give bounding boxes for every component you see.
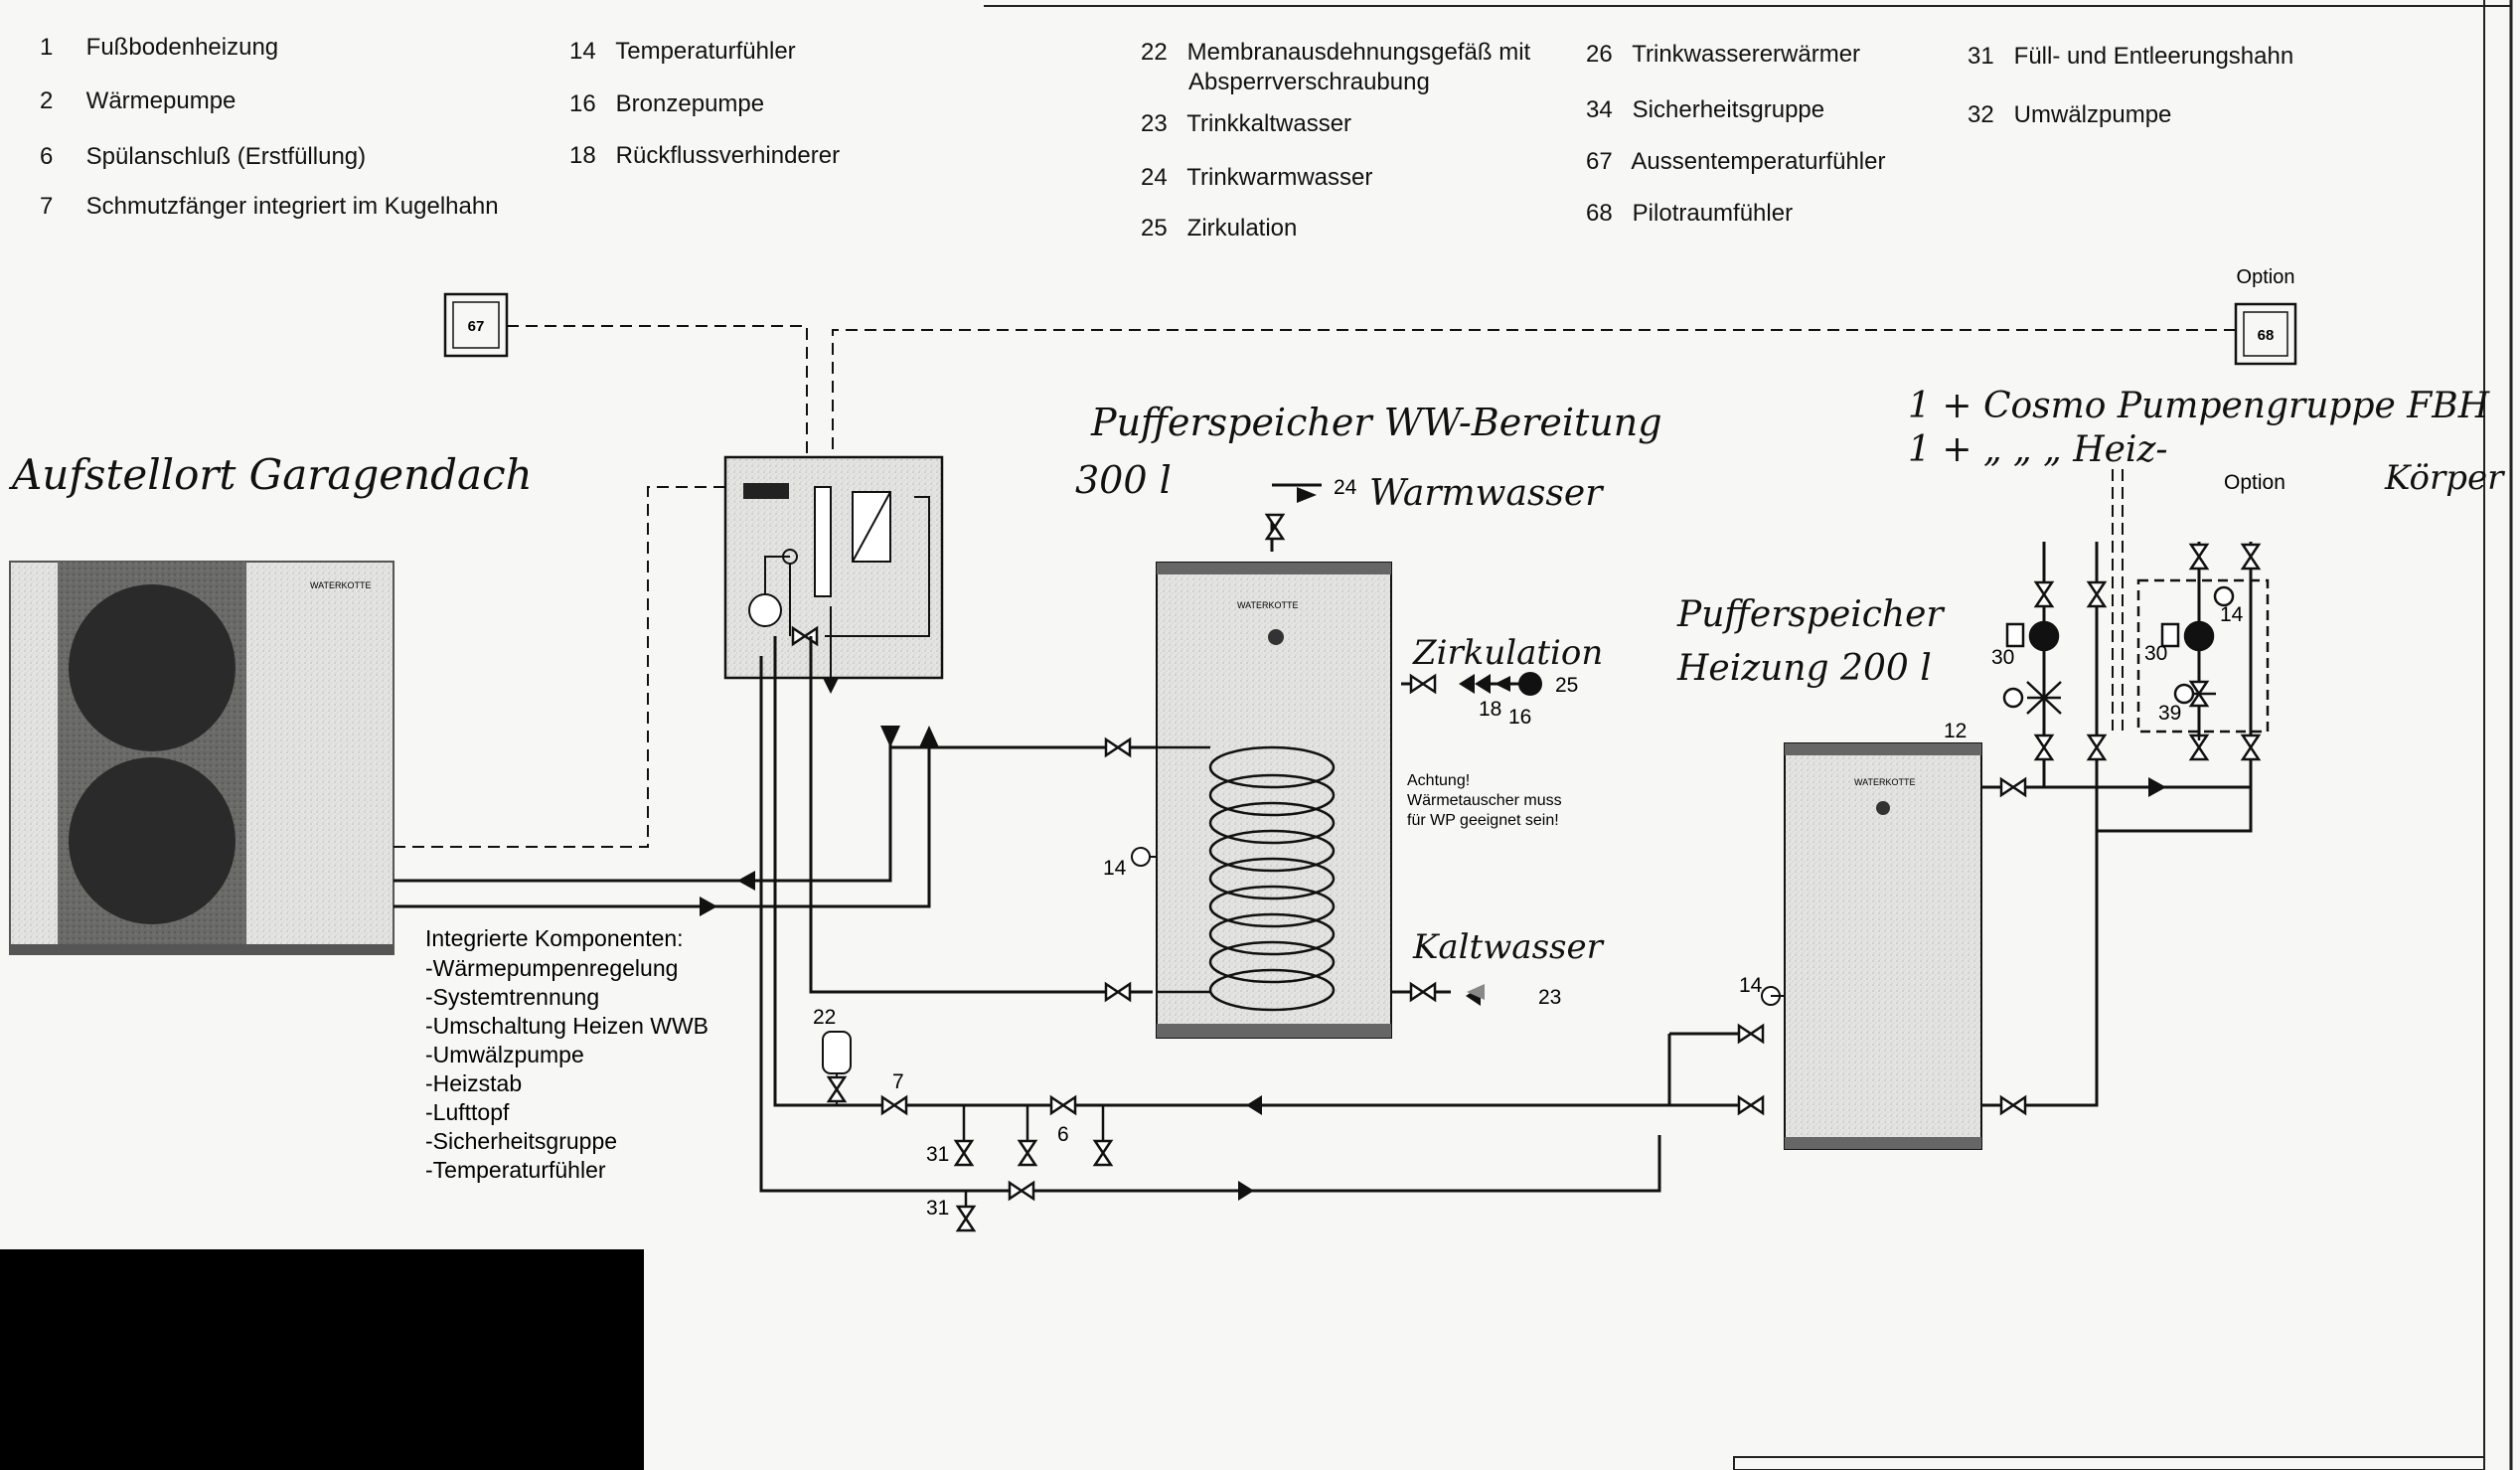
location-note: Aufstellort Garagendach (8, 450, 533, 499)
fan-icon (69, 757, 236, 924)
svg-text:Pufferspeicher: Pufferspeicher (1676, 594, 1945, 635)
svg-text:für WP geeignet sein!: für WP geeignet sein! (1407, 812, 1559, 829)
svg-text:25: 25 (1555, 674, 1578, 697)
svg-text:39: 39 (2158, 702, 2181, 725)
svg-text:Warmwasser: Warmwasser (1369, 473, 1604, 514)
svg-text:22: 22 (813, 1006, 836, 1029)
dhw-storage-tank: WATERKOTTE (1131, 562, 1392, 1039)
legend-item: 14 Temperaturfühler (569, 38, 796, 65)
svg-text:30: 30 (2144, 642, 2167, 665)
callout-numbers: 24 25 18 16 23 14 14 14 22 7 6 31 31 12 … (813, 471, 2285, 1220)
pump-icon (748, 593, 782, 627)
legend-item: 67 Aussentemperaturfühler (1586, 148, 1886, 175)
svg-text:Wärmetauscher muss: Wärmetauscher muss (1407, 792, 1562, 809)
svg-text:Achtung!: Achtung! (1407, 772, 1470, 789)
option-dashed (2112, 469, 2124, 731)
pump-group-fbh (2002, 620, 2062, 715)
legend-item: 31 Füll- und Entleerungshahn (1968, 43, 2294, 70)
svg-text:23: 23 (1538, 986, 1561, 1009)
svg-text:68: 68 (2258, 327, 2275, 344)
svg-text:14: 14 (2220, 603, 2244, 626)
svg-text:-Lufttopf: -Lufttopf (425, 1099, 510, 1125)
legend-item: 34 Sicherheitsgruppe (1586, 96, 1825, 123)
svg-text:-Umschaltung Heizen WWB: -Umschaltung Heizen WWB (425, 1013, 709, 1039)
svg-text:1 + Cosmo Pumpengruppe FBH: 1 + Cosmo Pumpengruppe FBH (1908, 386, 2490, 426)
sensor-68: 68 Option (2234, 266, 2297, 366)
attention-note: Achtung! Wärmetauscher muss für WP geeig… (1407, 772, 1562, 829)
svg-text:30: 30 (1991, 646, 2014, 669)
svg-text:-Temperaturfühler: -Temperaturfühler (425, 1157, 606, 1183)
svg-text:-Wärmepumpenregelung: -Wärmepumpenregelung (425, 955, 678, 981)
legend-item: 26 Trinkwassererwärmer (1586, 41, 1861, 68)
legend-item: 18 Rückflussverhinderer (569, 142, 841, 169)
svg-text:-Systemtrennung: -Systemtrennung (425, 984, 599, 1010)
svg-text:WATERKOTTE: WATERKOTTE (1237, 600, 1299, 610)
svg-text:Kaltwasser: Kaltwasser (1412, 927, 1605, 967)
svg-text:Integrierte Komponenten:: Integrierte Komponenten: (425, 925, 684, 951)
svg-text:-Heizstab: -Heizstab (425, 1070, 522, 1096)
legend-item: 2 Wärmepumpe (40, 87, 236, 114)
hydraulic-module (723, 455, 944, 694)
integrated-components: Integrierte Komponenten: -Wärmepumpenreg… (425, 925, 709, 1183)
pump-group-option (2136, 578, 2270, 740)
legend-item: 6 Spülanschluß (Erstfüllung) (40, 143, 367, 170)
handwritten-notes: Aufstellort Garagendach Pufferspeicher W… (8, 386, 2505, 967)
expansion-vessel (822, 1031, 852, 1105)
svg-text:-Umwälzpumpe: -Umwälzpumpe (425, 1042, 584, 1067)
legend-item: 23 Trinkkaltwasser (1141, 110, 1352, 137)
fan-icon (69, 584, 236, 751)
svg-text:16: 16 (1508, 706, 1531, 729)
legend-item: 25 Zirkulation (1141, 215, 1298, 242)
svg-text:Körper: Körper (2384, 458, 2505, 498)
option-label: Option (2237, 266, 2295, 288)
flow-arrows (700, 487, 2166, 1201)
circulation-pump (1459, 672, 1542, 1000)
svg-text:14: 14 (1739, 974, 1763, 997)
svg-text:-Sicherheitsgruppe: -Sicherheitsgruppe (425, 1128, 617, 1154)
heat-pump-unit: WATERKOTTE (9, 561, 394, 955)
redaction-block (0, 1249, 644, 1470)
svg-text:Pufferspeicher WW-Bereitung: Pufferspeicher WW-Bereitung (1090, 401, 1662, 444)
legend-item: 7 Schmutzfänger integriert im Kugelhahn (40, 193, 499, 220)
svg-text:300 l: 300 l (1075, 458, 1172, 502)
legend-item: 24 Trinkwarmwasser (1141, 164, 1373, 191)
svg-text:31: 31 (926, 1197, 949, 1220)
svg-text:6: 6 (1057, 1123, 1069, 1146)
svg-text:Zirkulation: Zirkulation (1412, 633, 1603, 673)
svg-text:24: 24 (1334, 476, 1357, 499)
legend-item: 16 Bronzepumpe (569, 90, 765, 117)
heating-buffer-tank: WATERKOTTE (1761, 742, 1982, 1150)
legend-item: 1 Fußbodenheizung (40, 34, 279, 61)
legend-item: 32 Umwälzpumpe (1968, 101, 2172, 128)
svg-text:Option: Option (2224, 471, 2285, 494)
svg-text:18: 18 (1479, 698, 1501, 721)
svg-text:14: 14 (1103, 857, 1127, 880)
svg-text:31: 31 (926, 1143, 949, 1166)
heat-exchanger-coil (1157, 745, 1336, 1012)
brand-label: WATERKOTTE (310, 580, 372, 590)
svg-text:67: 67 (468, 318, 485, 335)
svg-text:12: 12 (1944, 720, 1967, 742)
sensor-67: 67 (443, 292, 509, 358)
svg-text:Heizung 200 l: Heizung 200 l (1676, 648, 1932, 689)
svg-text:7: 7 (892, 1070, 904, 1093)
svg-text:WATERKOTTE: WATERKOTTE (1854, 777, 1916, 787)
signal-lines (394, 325, 2236, 848)
title-block (1733, 1456, 2485, 1470)
legend-item: 68 Pilotraumfühler (1586, 200, 1794, 227)
svg-text:1 + „ „: 1 + „ „ „ Heiz- (1908, 429, 2168, 470)
